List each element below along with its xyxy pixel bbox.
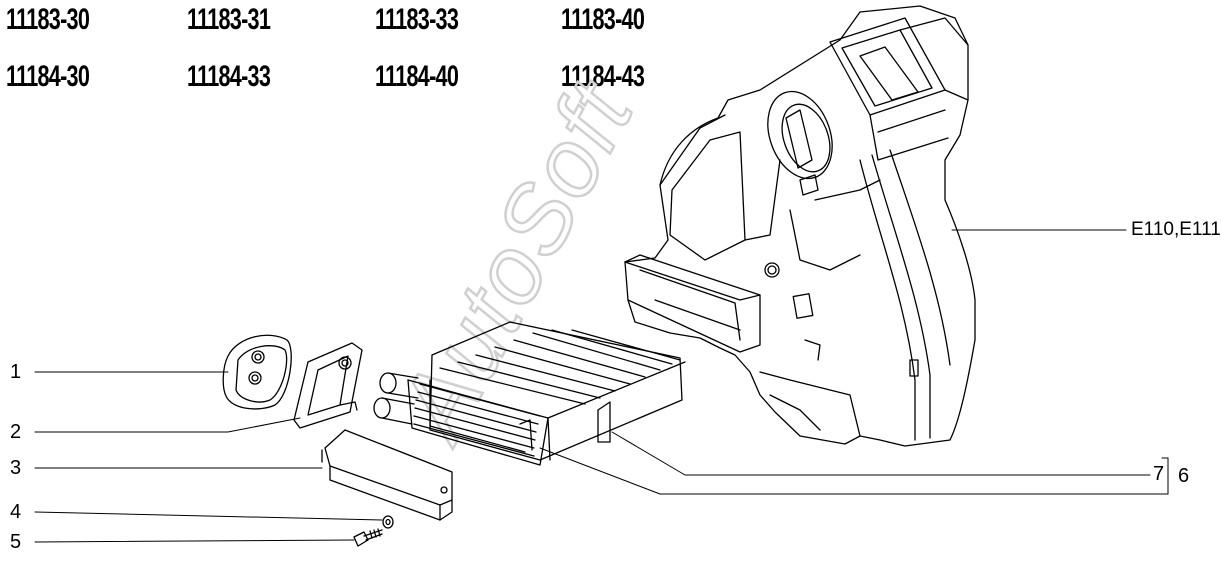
part-1-grommet bbox=[222, 334, 292, 410]
model-code: 11184-33 bbox=[187, 60, 271, 93]
model-code: 11183-33 bbox=[375, 3, 459, 36]
model-code: 11184-43 bbox=[561, 60, 645, 93]
part-4-washer bbox=[382, 515, 394, 529]
model-code: 11183-31 bbox=[187, 3, 271, 36]
part-5-screw bbox=[353, 528, 383, 547]
model-code: 11183-40 bbox=[561, 3, 645, 36]
callout-4: 4 bbox=[10, 501, 22, 523]
heater-core bbox=[373, 321, 686, 466]
callout-1: 1 bbox=[10, 361, 22, 383]
assembly-reference: E110,E111 bbox=[1131, 219, 1221, 240]
model-code: 11184-30 bbox=[6, 60, 90, 93]
callout-6: 6 bbox=[1178, 465, 1190, 487]
part-3-cover bbox=[321, 429, 453, 521]
part-2-flange bbox=[293, 342, 363, 429]
callout-7: 7 bbox=[1153, 463, 1165, 485]
callout-5: 5 bbox=[10, 531, 22, 553]
leader-lines bbox=[34, 229, 1169, 543]
callout-3: 3 bbox=[10, 457, 22, 479]
model-code: 11183-30 bbox=[6, 3, 90, 36]
model-code: 11184-40 bbox=[375, 60, 459, 93]
callout-2: 2 bbox=[10, 421, 22, 443]
heater-housing bbox=[624, 5, 976, 447]
